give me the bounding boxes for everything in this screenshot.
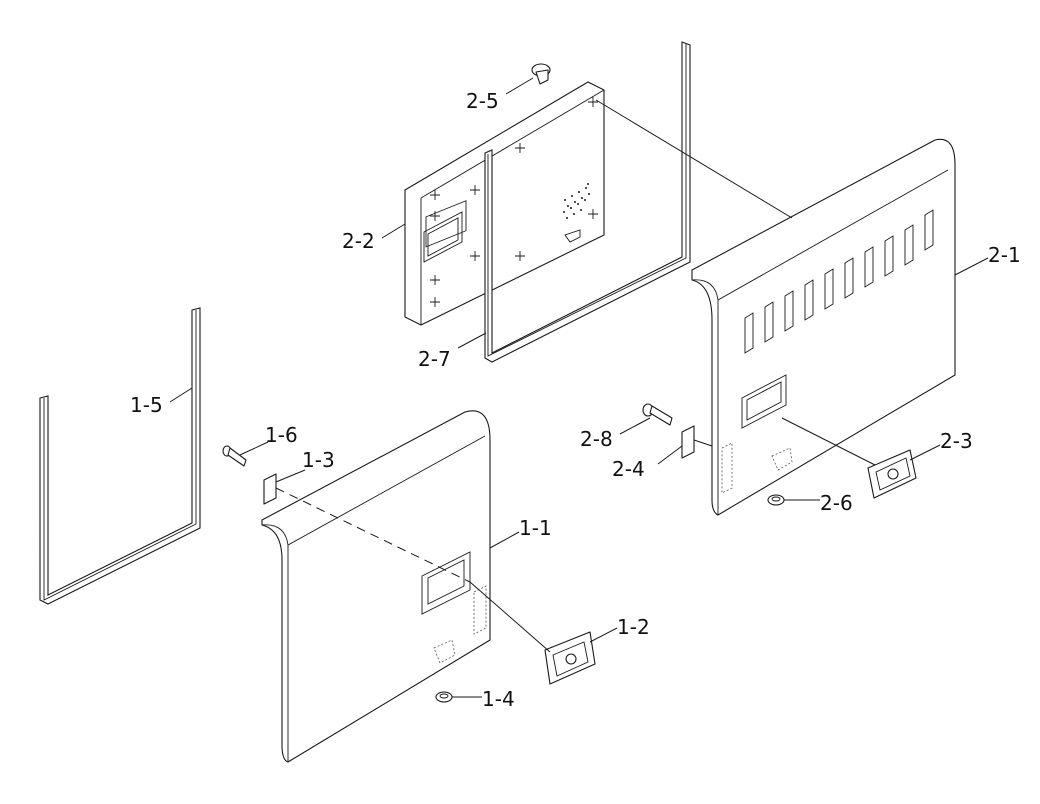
label-1-3: 1-3: [302, 448, 335, 472]
label-2-6: 2-6: [820, 491, 853, 515]
part-labels: 2-5 2-2 2-7 2-1 1-5 1-6 1-3 2-8 2-4 2-3 …: [130, 89, 1021, 711]
label-1-6: 1-6: [265, 423, 298, 447]
part-2-6-grommet: [767, 494, 785, 506]
label-2-4: 2-4: [612, 457, 645, 481]
part-2-1-right-panel: [691, 138, 956, 516]
label-1-5: 1-5: [130, 393, 163, 417]
label-2-7: 2-7: [418, 347, 451, 371]
part-1-1-left-panel: [261, 410, 491, 763]
label-2-8: 2-8: [580, 427, 613, 451]
label-1-1: 1-1: [519, 516, 552, 540]
part-2-7-gasket: [484, 41, 691, 363]
panel-dot-pattern: [563, 183, 590, 219]
label-2-1: 2-1: [988, 243, 1021, 267]
leader-lines: [169, 77, 989, 698]
part-1-4-grommet: [435, 691, 453, 703]
part-2-2-inner-panel: [404, 81, 605, 326]
vent-slots: [744, 209, 934, 354]
part-2-8-bolt: [642, 403, 673, 426]
part-2-5-screw: [531, 63, 551, 85]
part-1-6-bolt: [222, 445, 247, 467]
label-1-2: 1-2: [617, 615, 650, 639]
label-2-5: 2-5: [466, 89, 499, 113]
part-1-3-bracket: [263, 473, 277, 505]
panel-plus-marks: [430, 97, 598, 307]
label-1-4: 1-4: [482, 687, 515, 711]
part-2-3-latch: [867, 449, 917, 499]
part-1-5-gasket: [39, 307, 201, 605]
part-2-4-bracket: [681, 425, 695, 459]
label-2-3: 2-3: [940, 429, 973, 453]
part-1-2-latch: [544, 631, 596, 685]
label-2-2: 2-2: [342, 229, 375, 253]
assembly-lines: [275, 99, 876, 653]
